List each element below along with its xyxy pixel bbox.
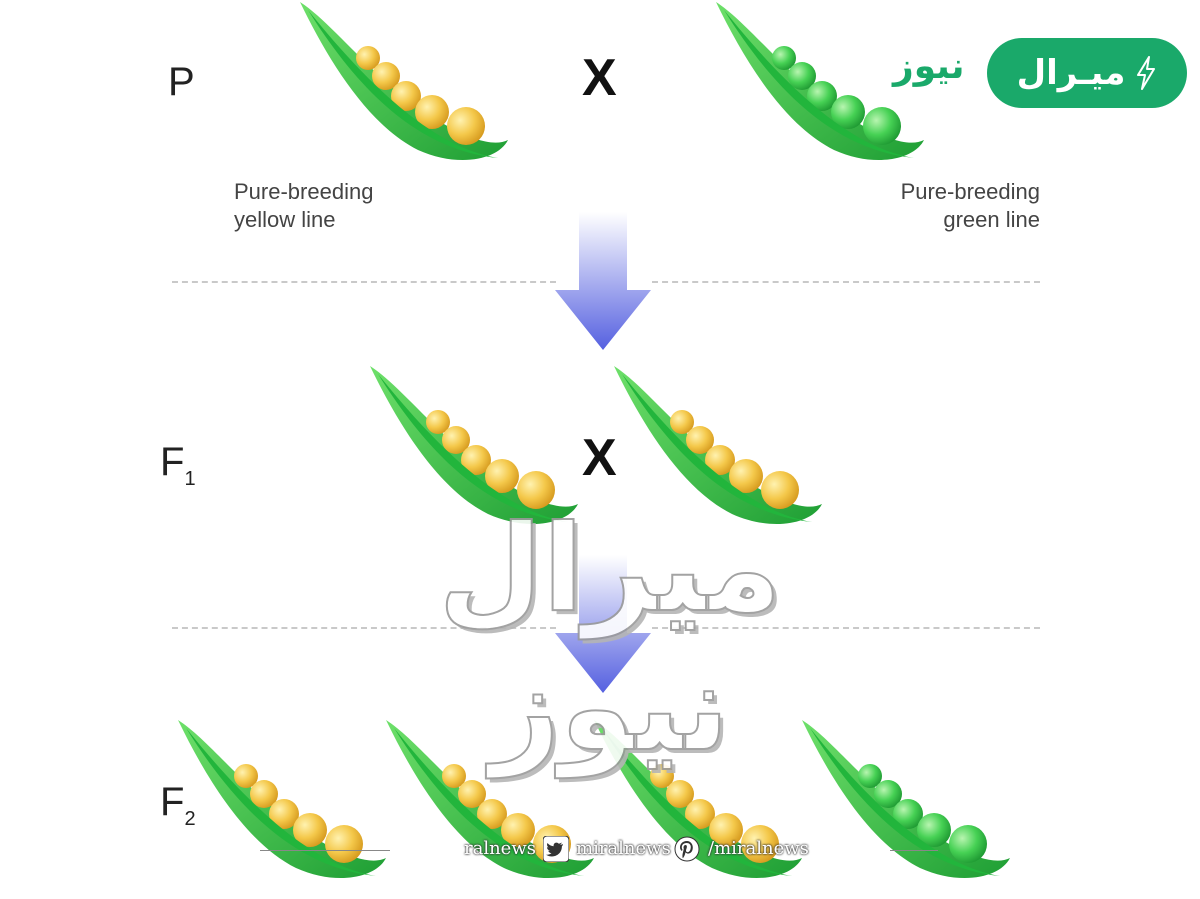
cross-symbol-p: X bbox=[582, 49, 617, 107]
pea-pod-yellow bbox=[614, 366, 822, 525]
pea-pod-yellow bbox=[178, 720, 386, 879]
logo-word: نيوز bbox=[893, 46, 965, 87]
down-arrow-icon bbox=[555, 212, 651, 350]
twitter-handle[interactable]: miralnews bbox=[576, 838, 671, 859]
cross-symbol-f1: X bbox=[582, 429, 617, 487]
pinterest-icon[interactable] bbox=[674, 836, 700, 862]
generation-label-f1: F1 bbox=[160, 440, 196, 490]
pea-pod-yellow bbox=[300, 2, 508, 161]
pinterest-handle[interactable]: /miralnews bbox=[708, 838, 809, 859]
down-arrow-icon bbox=[555, 555, 651, 693]
footer-line-left bbox=[260, 850, 390, 851]
footer-line-right bbox=[890, 850, 938, 851]
watermark: ميرال نيوز bbox=[437, 499, 782, 779]
social-handle-partial: ralnews bbox=[464, 838, 536, 859]
pea-pod-green bbox=[802, 720, 1010, 879]
lightning-icon bbox=[1137, 56, 1156, 90]
divider-p-f1-right bbox=[652, 281, 1040, 283]
pea-pod-yellow bbox=[370, 366, 578, 525]
generation-label-f2: F2 bbox=[160, 780, 196, 830]
social-footer: ralnews miralnews /miralnews bbox=[250, 832, 950, 868]
divider-f1-f2-right bbox=[652, 627, 1040, 629]
logo-pill: ميـرال bbox=[987, 38, 1187, 108]
divider-p-f1-left bbox=[172, 281, 556, 283]
divider-f1-f2-left bbox=[172, 627, 556, 629]
twitter-icon[interactable] bbox=[543, 836, 569, 862]
logo-pill-text: ميـرال bbox=[1016, 53, 1126, 93]
generation-label-p: P bbox=[168, 60, 195, 104]
pea-pod-green bbox=[716, 2, 924, 161]
brand-logo[interactable]: نيوز ميـرال bbox=[893, 38, 1187, 108]
